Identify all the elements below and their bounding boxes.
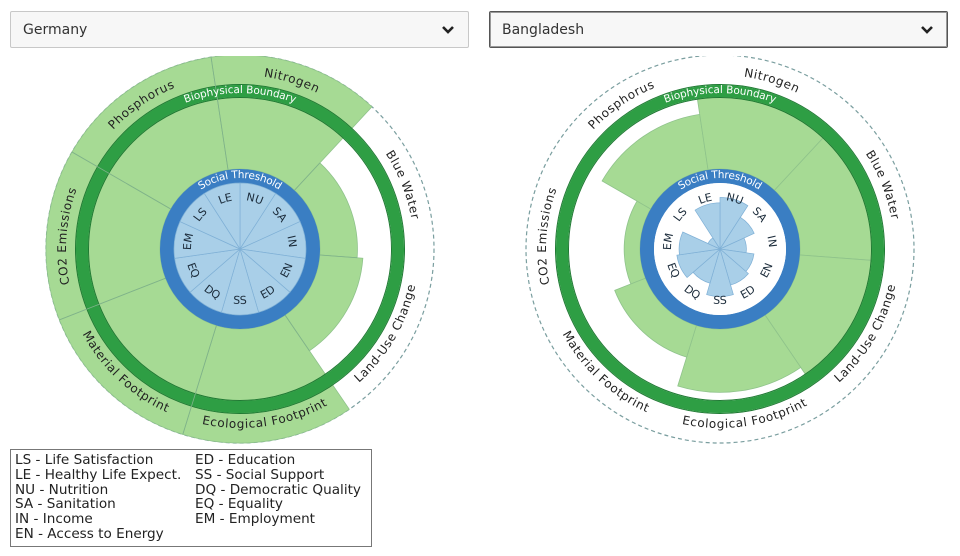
country-select-right[interactable]: Bangladesh <box>489 11 948 48</box>
social-label-eq: EQ <box>664 261 682 280</box>
biophysical-label-material-footprint: Material Footprint <box>560 328 652 415</box>
social-label-eq: EQ <box>184 261 202 280</box>
social-label-em: EM <box>661 232 676 251</box>
social-wedge-le <box>694 202 721 251</box>
abbreviation-legend: LS - Life Satisfaction LE - Healthy Life… <box>10 449 372 547</box>
selected-country-left: Germany <box>23 21 88 38</box>
social-label-ss: SS <box>233 294 247 307</box>
social-wedge-eq <box>676 248 722 279</box>
social-label-em: EM <box>181 232 196 251</box>
biophysical-boundary-ring <box>556 85 884 413</box>
legend-column-2: ED - Education SS - Social Support DQ - … <box>195 453 361 527</box>
social-label-in: IN <box>764 234 779 248</box>
legend-item: ED - Education <box>195 452 296 468</box>
biophysical-boundary-edge <box>568 97 872 401</box>
selected-country-right: Bangladesh <box>502 21 585 38</box>
legend-item: DQ - Democratic Quality <box>195 481 361 498</box>
country-select-left[interactable]: Germany <box>10 11 469 48</box>
social-threshold-ring <box>640 169 800 329</box>
social-wedge-sa <box>719 216 755 250</box>
social-wedge-em <box>678 231 722 256</box>
social-label-nu: NU <box>245 190 265 207</box>
max-extent-outline <box>525 56 915 444</box>
biophysical-divider <box>294 162 321 191</box>
legend-item: EN - Access to Energy <box>15 525 164 542</box>
biophysical-divider <box>284 314 310 352</box>
biophysical-boundary-ring <box>76 85 404 413</box>
social-wedge-nu <box>719 197 749 251</box>
legend-item: LE - Healthy Life Expect. <box>15 466 182 483</box>
legend-item: SS - Social Support <box>195 466 325 483</box>
legend-item: LS - Life Satisfaction <box>15 452 154 468</box>
biophysical-boundary-edge <box>88 97 392 401</box>
social-threshold-ring <box>160 169 320 329</box>
biophysical-divider <box>182 325 217 435</box>
chevron-down-icon <box>921 26 933 34</box>
biophysical-boundary-edge <box>75 84 405 414</box>
social-label-en: EN <box>758 261 776 280</box>
biophysical-divider <box>71 151 171 210</box>
social-label-en: EN <box>278 261 296 280</box>
legend-item: EQ - Equality <box>195 496 283 513</box>
social-wedge-ss <box>706 247 734 297</box>
chevron-down-icon <box>442 26 454 34</box>
legend-item: IN - Income <box>15 511 93 528</box>
social-wedge-le <box>203 182 241 251</box>
biophysical-boundary-edge <box>555 84 885 414</box>
legend-item: SA - Sanitation <box>15 496 116 513</box>
legend-item: NU - Nutrition <box>15 481 109 498</box>
biophysical-divider <box>59 277 166 321</box>
legend-item: EM - Employment <box>195 511 316 528</box>
social-label-nu: NU <box>725 190 745 207</box>
biophysical-divider <box>319 254 358 259</box>
legend-column-1: LS - Life Satisfaction LE - Healthy Life… <box>15 453 181 542</box>
biophysical-divider <box>210 57 229 170</box>
social-label-ss: SS <box>713 294 727 307</box>
social-label-in: IN <box>284 234 299 248</box>
